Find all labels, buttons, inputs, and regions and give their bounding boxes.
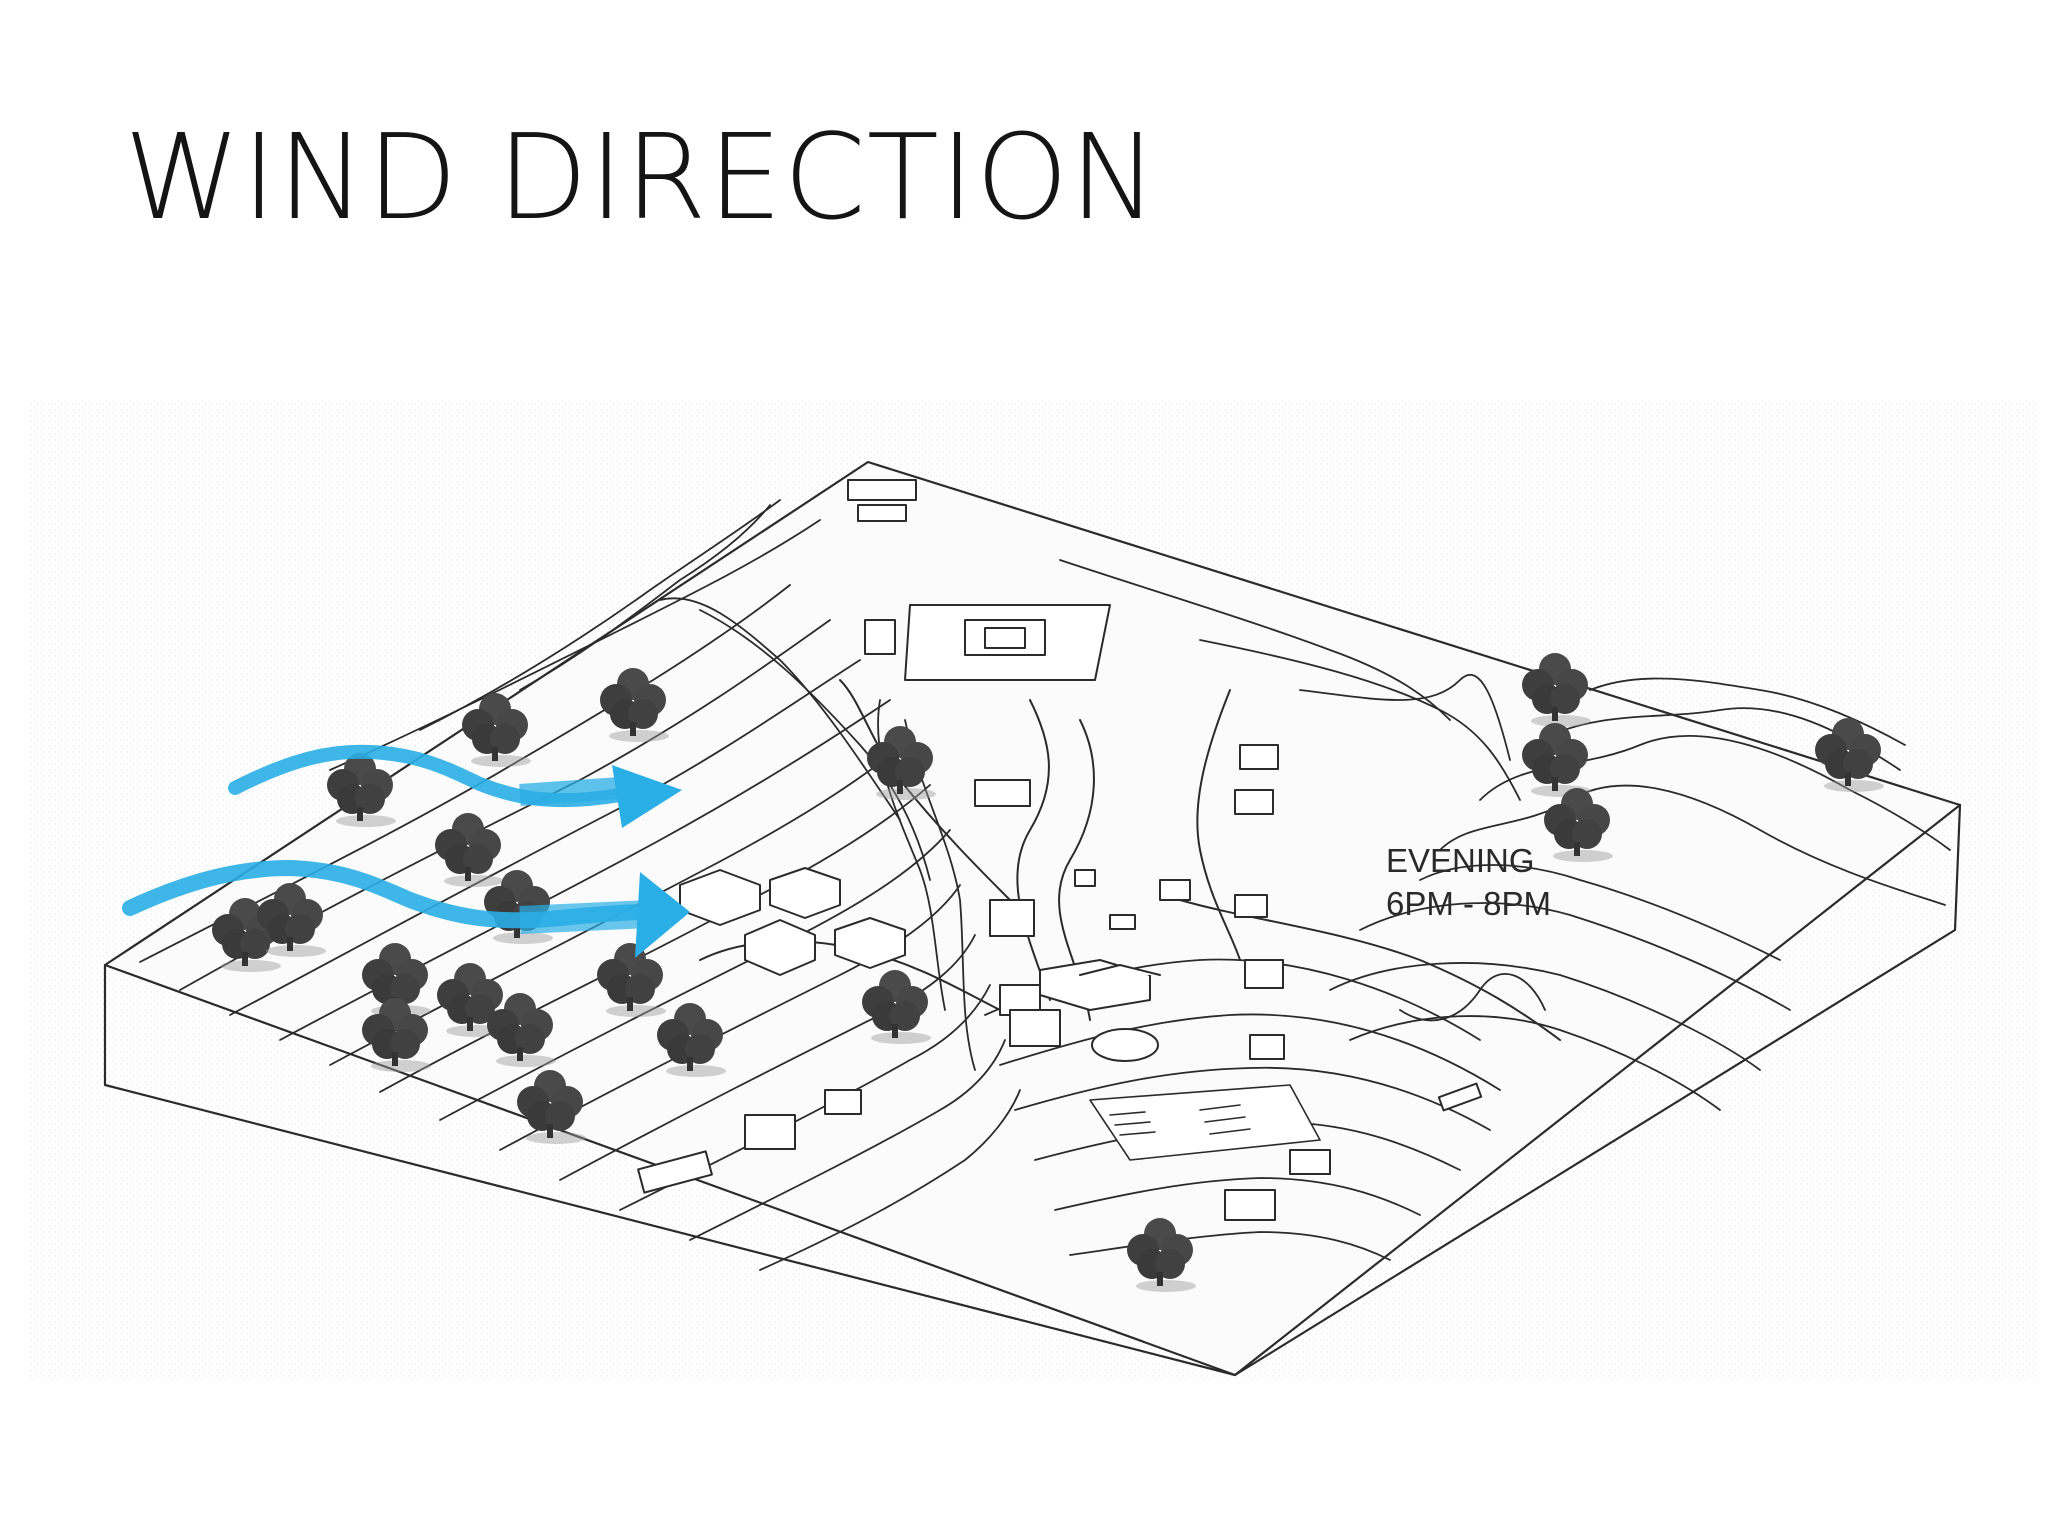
building-lodge-row [999,959,1161,1047]
building-hilltop-hut [847,479,917,522]
building-cabin [1224,1189,1276,1221]
time-period-name: EVENING [1386,842,1535,879]
building-kiosk [1109,914,1136,930]
building-cabin [824,1089,862,1115]
wind-arrows [122,744,690,958]
building-cabin [1289,1149,1331,1175]
time-period-label: EVENING 6PM - 8PM [1386,839,1551,925]
page-title: WIND DIRECTION [124,108,1159,246]
building-pavilion-top [904,604,1111,681]
building-octagon-cluster [679,867,906,976]
building-cabin [864,619,896,655]
building-cabin [1159,879,1191,901]
building-cabin [744,1114,796,1150]
site-buildings [637,479,1483,1221]
building-cabin [1234,789,1274,815]
parking-lot [1089,1084,1321,1161]
building-cabin [1249,1034,1285,1060]
building-kiosk [1074,869,1096,887]
site-sign [637,1150,713,1194]
building-block [989,899,1035,937]
building-cabin [1244,959,1284,989]
building-cabin [974,779,1031,807]
bridge [1437,1082,1483,1112]
building-cabin [1234,894,1268,918]
time-period-range: 6PM - 8PM [1386,885,1552,922]
pool [1091,1028,1159,1062]
building-cabin [1239,744,1279,770]
wind-arrow-upper [228,744,682,828]
site-diagram: EVENING 6PM - 8PM [0,395,2048,1536]
wind-arrow-lower [122,859,690,958]
